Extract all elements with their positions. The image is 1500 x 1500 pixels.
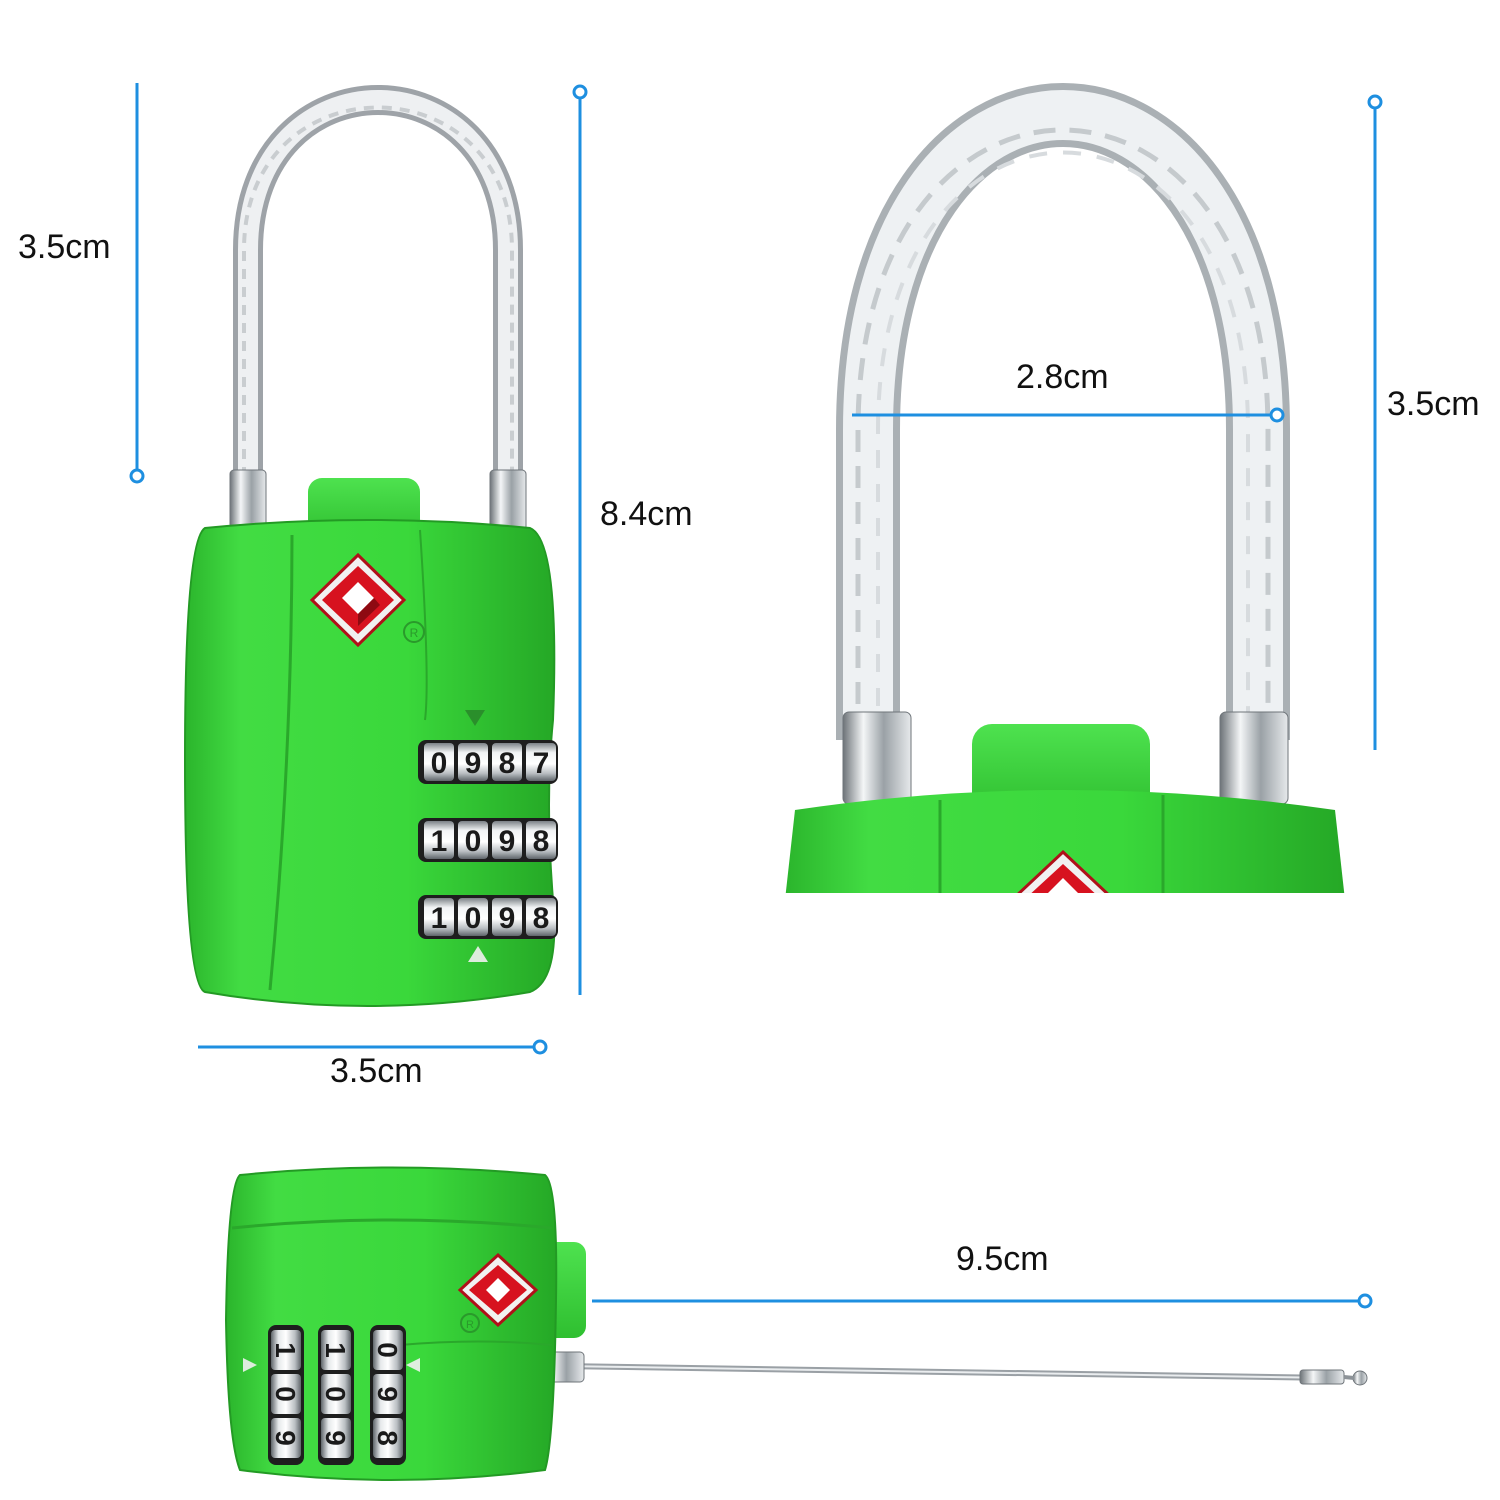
dial-digit: 1 xyxy=(270,1342,301,1358)
registered-mark-icon: R xyxy=(460,1313,480,1333)
dimension-lines xyxy=(129,83,1383,1309)
dial-wheel xyxy=(373,1374,403,1414)
dial-wheel xyxy=(271,1330,301,1370)
dial-wheel xyxy=(424,898,454,936)
dial-digit: 1 xyxy=(431,902,448,935)
dial-wheel xyxy=(526,821,556,859)
detail-ferrule-left xyxy=(842,711,912,805)
dial-digit: 9 xyxy=(499,902,516,935)
dial-digit: 9 xyxy=(465,747,482,780)
arrow-up-icon xyxy=(468,946,488,962)
dial-wheel xyxy=(373,1418,403,1458)
dial-wheel xyxy=(526,743,556,781)
dial-wheel xyxy=(321,1418,351,1458)
dial-digit: 0 xyxy=(465,825,482,858)
front-body xyxy=(183,519,556,1007)
label-front-shackle-height: 3.5cm xyxy=(18,228,111,266)
dial-digit: 8 xyxy=(499,747,516,780)
dial-digit: 9 xyxy=(320,1430,351,1446)
dial-wheel xyxy=(492,821,522,859)
dial-wheel xyxy=(526,898,556,936)
dial-digit: 9 xyxy=(499,825,516,858)
side-dial-column[interactable]: 1 0 9 xyxy=(268,1325,304,1465)
detail-view xyxy=(785,83,1345,893)
registered-mark-icon: R xyxy=(403,621,425,643)
dial-digit: 8 xyxy=(372,1430,403,1446)
dial-wheel xyxy=(271,1374,301,1414)
side-lock: R 1 0 9 1 0 9 0 9 8 xyxy=(224,1166,1368,1481)
side-dials: 1 0 9 1 0 9 0 9 8 xyxy=(268,1325,406,1465)
dial-wheel xyxy=(321,1330,351,1370)
detail-body xyxy=(785,790,1345,893)
dial-digit: 0 xyxy=(431,747,448,780)
dial-digit: 1 xyxy=(320,1342,351,1358)
dial-wheel xyxy=(373,1330,403,1370)
dial-digit: 8 xyxy=(533,902,550,935)
label-detail-shackle-height: 3.5cm xyxy=(1387,385,1480,423)
front-cable xyxy=(233,85,523,510)
dial-digit: 9 xyxy=(270,1430,301,1446)
dial-wheel xyxy=(271,1418,301,1458)
svg-text:R: R xyxy=(466,1319,474,1331)
dial-digit: 7 xyxy=(533,747,550,780)
svg-text:R: R xyxy=(410,626,419,640)
dial-wheel xyxy=(321,1374,351,1414)
arrow-down-icon xyxy=(465,710,485,726)
dial-wheel xyxy=(424,743,454,781)
dial-wheel xyxy=(458,821,488,859)
front-ferrule-right xyxy=(489,469,527,533)
dial-digit: 0 xyxy=(465,902,482,935)
dial-wheel xyxy=(492,898,522,936)
dial-wheel xyxy=(492,743,522,781)
dial-wheel xyxy=(458,898,488,936)
arrow-left-icon xyxy=(406,1358,420,1372)
dial-digit: 0 xyxy=(270,1386,301,1402)
dial-digit: 9 xyxy=(372,1386,403,1402)
dial-digit: 8 xyxy=(533,825,550,858)
tsa-diamond-icon xyxy=(309,552,407,648)
dial-wheel xyxy=(424,821,454,859)
detail-ferrule-right xyxy=(1219,711,1289,805)
side-body xyxy=(224,1166,558,1481)
label-front-width: 3.5cm xyxy=(330,1052,423,1090)
cable-tip xyxy=(1299,1369,1345,1385)
side-dial-column[interactable]: 0 9 8 xyxy=(370,1325,406,1465)
tsa-diamond-icon xyxy=(457,1252,539,1328)
dial-digit: 1 xyxy=(431,825,448,858)
label-front-total-height: 8.4cm xyxy=(600,495,693,533)
tsa-diamond-icon xyxy=(1017,849,1109,893)
label-detail-inner-width: 2.8cm xyxy=(1016,358,1109,396)
label-cable-length: 9.5cm xyxy=(956,1240,1049,1278)
dial-digit: 0 xyxy=(320,1386,351,1402)
arrow-right-icon xyxy=(243,1358,257,1372)
dial-digit: 0 xyxy=(372,1342,403,1358)
dial-wheel xyxy=(458,743,488,781)
side-dial-column[interactable]: 1 0 9 xyxy=(318,1325,354,1465)
